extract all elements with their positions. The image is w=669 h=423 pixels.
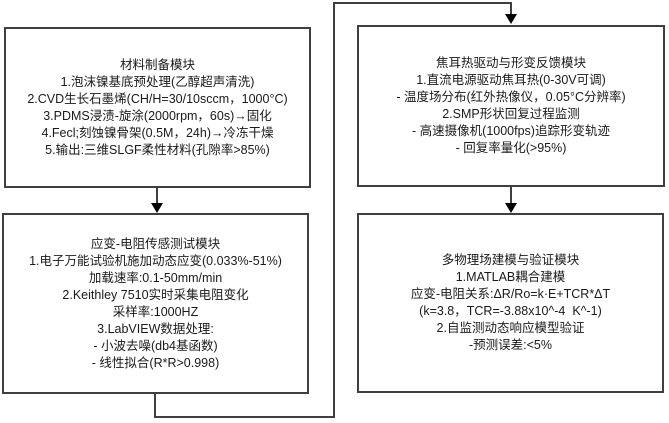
module-box-material-preparation: 材料制备模块 1.泡沫镍基底预处理(乙醇超声清洗) 2.CVD生长石墨烯(CH/H… xyxy=(4,27,311,188)
text-line: 3.LabVIEW数据处理: xyxy=(97,321,214,336)
module-title-strain-resistance-sensing: 应变-电阻传感测试模块 xyxy=(90,236,221,251)
feedback-loop-line xyxy=(154,2,512,418)
text-line: 2.Keithley 7510实时采集电阻变化 xyxy=(62,287,249,302)
text-line: 5.输出:三维SLGF柔性材料(孔隙率>85%) xyxy=(45,142,270,157)
module-box-strain-resistance-sensing: 应变-电阻传感测试模块 1.电子万能试验机施加动态应变(0.033%-51%) 加… xyxy=(2,213,309,394)
text-line: 1.直流电源驱动焦耳热(0-30V可调) xyxy=(416,73,606,87)
text-line: 采样率:1000HZ xyxy=(112,304,199,319)
module-title-joule-heating-feedback: 焦耳热驱动与形变反馈模块 xyxy=(435,56,586,70)
text-line: 1.泡沫镍基底预处理(乙醇超声清洗) xyxy=(60,74,255,89)
text-line: 2.自监测动态响应模型验证 xyxy=(436,321,585,335)
text-line: - 小波去噪(db4基函数) xyxy=(93,338,218,353)
text-line: 2.CVD生长石墨烯(CH/H=30/10sccm，1000°C) xyxy=(27,91,288,106)
text-line: 应变-电阻关系:ΔR/Ro=k·E+TCR*ΔT xyxy=(410,287,611,301)
module-title-multiphysics-modeling: 多物理场建模与验证模块 xyxy=(441,253,580,267)
text-line: - 温度场分布(红外热像仪，0.05°C分辨率) xyxy=(396,90,626,104)
text-line: 4.Fecl;刻蚀镍骨架(0.5M，24h)→冷冻干燥 xyxy=(41,125,274,140)
text-line: 加载速率:0.1-50mm/min xyxy=(88,270,223,285)
text-line: - 高速摄像机(1000fps)追踪形变轨迹 xyxy=(412,124,610,138)
text-line: - 回复率量化(>95%) xyxy=(455,141,567,155)
arrowhead-material-to-strain-icon xyxy=(151,203,163,213)
text-line: 1.电子万能试验机施加动态应变(0.033%-51%) xyxy=(29,253,282,268)
text-line: 3.PDMS浸渍-旋涂(2000rpm，60s)→固化 xyxy=(43,108,272,123)
text-line: 2.SMP形状回复过程监测 xyxy=(442,107,580,121)
text-line: (k=3.8，TCR=-3.88x10^-4 K^-1) xyxy=(419,304,602,318)
module-box-joule-heating-feedback: 焦耳热驱动与形变反馈模块 1.直流电源驱动焦耳热(0-30V可调) - 温度场分布… xyxy=(357,25,665,187)
text-line: -预测误差:<5% xyxy=(468,338,552,352)
text-line: - 线性拟合(R*R>0.998) xyxy=(91,355,220,370)
text-line: 1.MATLAB耦合建模 xyxy=(455,270,566,284)
module-box-multiphysics-modeling: 多物理场建模与验证模块 1.MATLAB耦合建模应变-电阻关系:ΔR/Ro=k·… xyxy=(357,213,664,393)
arrowhead-feedback-loop-icon xyxy=(505,14,517,24)
module-title-material-preparation: 材料制备模块 xyxy=(119,57,195,72)
arrowhead-joule-to-model-icon xyxy=(505,203,517,213)
